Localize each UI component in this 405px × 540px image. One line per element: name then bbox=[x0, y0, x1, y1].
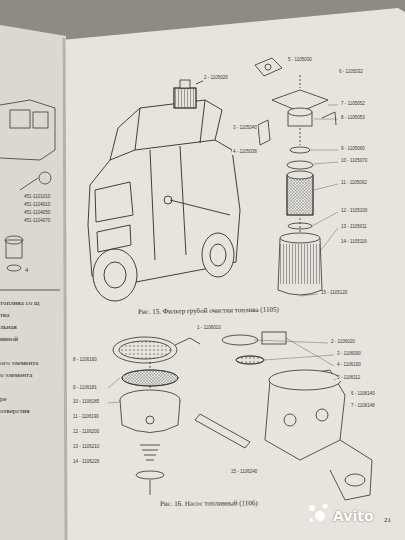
callout-number: 7 - 1105052 bbox=[340, 102, 366, 107]
text-fragment: льная bbox=[0, 324, 17, 331]
watermark: Avito bbox=[333, 509, 374, 523]
callout-number: 8 - 1106160 bbox=[72, 358, 98, 363]
callout-number: 1 - 1106010 bbox=[196, 326, 222, 331]
callout-number: 12 - 1105100 bbox=[340, 209, 368, 214]
callout-number: 6 - 1106140 bbox=[350, 392, 376, 397]
text-fragment: ивной bbox=[0, 336, 18, 343]
fuel-pump-exploded bbox=[113, 332, 372, 500]
callout-number: 14 - 1105116 bbox=[340, 240, 368, 245]
callout-number: 3 - 1105040 bbox=[232, 126, 258, 131]
callout-number: 6 - 1105032 bbox=[338, 70, 364, 75]
callout-number: 11 - 1106190 bbox=[72, 415, 100, 420]
callout-number: 13 - 1105011 bbox=[340, 225, 368, 230]
callout-number: 5 - 1106112 bbox=[336, 376, 361, 381]
callout-number: 13 - 1106210 bbox=[72, 445, 100, 450]
callout-number: 14 - 1106226 bbox=[72, 460, 100, 465]
left-page-drawing bbox=[0, 100, 60, 290]
callout-number: 2 - 1105020 bbox=[203, 76, 229, 81]
text-fragment: ре bbox=[0, 396, 7, 403]
callout-number: 9 - 1106181 bbox=[72, 386, 98, 391]
spine-shadow bbox=[64, 38, 66, 540]
right-page bbox=[62, 8, 405, 540]
callout-number: 10 - 1106185 bbox=[72, 400, 100, 405]
text-fragment: тка bbox=[0, 312, 9, 319]
callout-number: 9 - 1105060 bbox=[340, 147, 366, 152]
left-page bbox=[0, 25, 66, 540]
callout-number: 3 - 1106090 bbox=[336, 352, 362, 357]
page-number: 21 bbox=[384, 517, 391, 524]
callout-number: 10 - 1105070 bbox=[340, 159, 368, 164]
coarse-fuel-filter bbox=[255, 58, 336, 295]
leader-lines bbox=[300, 105, 338, 296]
callout-number: 7 - 1106148 bbox=[350, 404, 376, 409]
text-fragment: топлива со щ bbox=[0, 300, 39, 307]
filter-icon bbox=[174, 80, 205, 108]
part-number: 451-1104050 bbox=[24, 211, 50, 216]
text-fragment: ого элемента bbox=[0, 360, 38, 367]
leader-lines-pump bbox=[108, 338, 336, 403]
callout-number: 12 - 1106200 bbox=[72, 430, 100, 435]
text-fragment: о элемента bbox=[0, 372, 32, 379]
callout-number: 2 - 1106020 bbox=[330, 340, 356, 345]
callout-number: 8 - 1105053 bbox=[340, 116, 366, 121]
figure-caption: Рис. 16. Насос топливный (1106) bbox=[160, 500, 258, 508]
callout-number: 15 - 1105120 bbox=[320, 291, 348, 296]
part-number: 451-1101010 bbox=[24, 195, 50, 200]
part-number: 451-1104010 bbox=[24, 203, 50, 208]
callout-number: 11 - 1105092 bbox=[340, 181, 368, 186]
watermark-logo bbox=[309, 504, 328, 523]
callout-number: 4 - 1106100 bbox=[336, 363, 362, 368]
callout-number: 5 - 1105030 bbox=[287, 58, 313, 63]
callout-number: 15 - 1106240 bbox=[230, 470, 258, 475]
uaz-vehicle bbox=[88, 100, 240, 301]
page-number: 4 bbox=[25, 267, 28, 273]
text-fragment: отверстия bbox=[0, 408, 29, 415]
part-number: 451-1104070 bbox=[24, 219, 50, 224]
callout-number: 4 - 1105038 bbox=[232, 150, 258, 155]
